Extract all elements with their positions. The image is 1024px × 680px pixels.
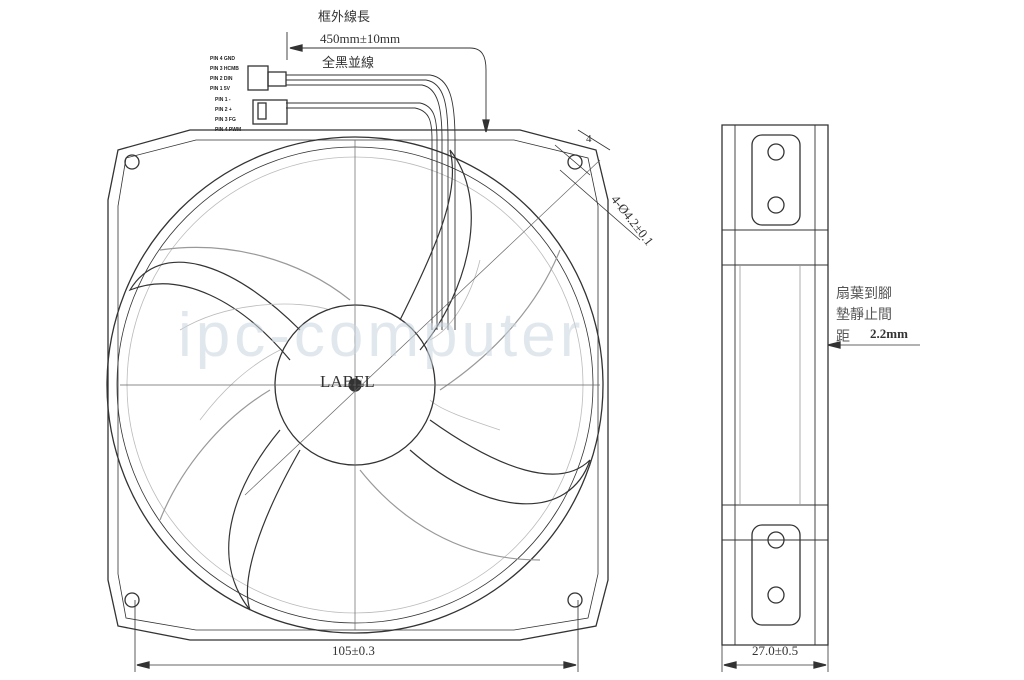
cable-length: 450mm±10mm — [320, 31, 401, 46]
pin-label: PIN 1 5V — [210, 86, 231, 92]
cable-note: 全黑並線 — [322, 55, 375, 70]
hub-label: LABEL — [320, 372, 375, 391]
pin-label: PIN 2 + — [215, 107, 232, 113]
gap-note-line3: 距 — [836, 329, 850, 345]
cable-title: 框外線長 — [318, 9, 371, 24]
fan-side-view — [721, 124, 920, 672]
pin-label: PIN 2 DIN — [210, 76, 233, 82]
fan-front-view — [106, 32, 641, 672]
pin-label: PIN 1 - — [215, 97, 231, 103]
gap-note-line2: 墊靜止間 — [836, 307, 892, 323]
gap-value: 2.2mm — [870, 326, 908, 341]
width-dimension: 105±0.3 — [332, 643, 375, 658]
pin-label: PIN 3 HCMB — [210, 66, 239, 72]
pin-label: PIN 3 FG — [215, 117, 236, 123]
depth-dimension: 27.0±0.5 — [752, 643, 799, 658]
pin-label: PIN 4 PWM — [215, 127, 242, 133]
corner-dimension: 4 — [586, 133, 592, 145]
watermark: ipc-computer — [178, 301, 585, 370]
pin-label: PIN 4 GND — [210, 56, 236, 62]
gap-note-line1: 扇葉到腳 — [836, 286, 892, 302]
